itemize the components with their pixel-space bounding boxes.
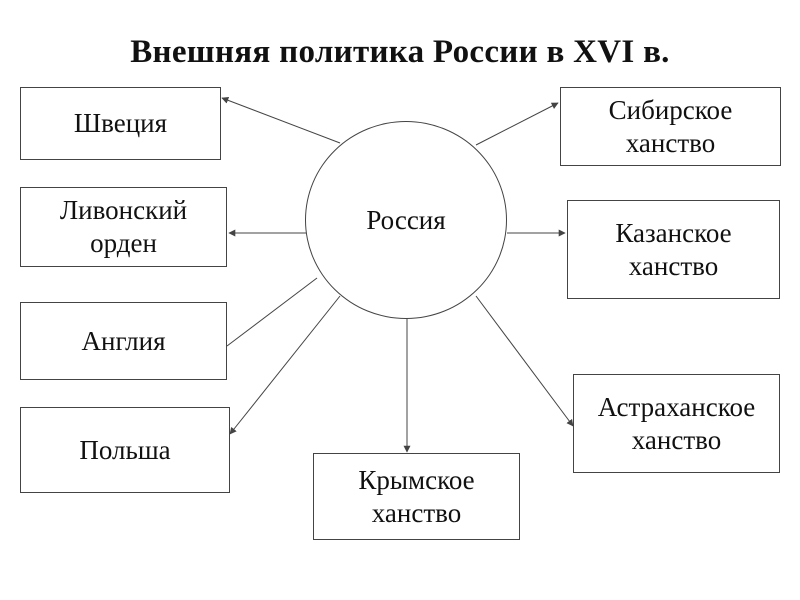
link-england <box>226 277 318 347</box>
node-sweden: Швеция <box>20 87 221 160</box>
link-sweden <box>221 96 341 144</box>
node-crimean-khanate: Крымское ханство <box>313 453 520 540</box>
link-siberia <box>475 102 559 146</box>
node-kazan-khanate: Казанское ханство <box>567 200 780 299</box>
node-siberian-khanate: Сибирское ханство <box>560 87 781 166</box>
node-livonian-order: Ливонский орден <box>20 187 227 267</box>
link-astrakhan <box>475 295 574 427</box>
node-england: Англия <box>20 302 227 380</box>
node-russia: Россия <box>305 121 507 319</box>
node-astrakhan-khanate: Астраханское ханство <box>573 374 780 473</box>
node-poland: Польша <box>20 407 230 493</box>
diagram-title: Внешняя политика России в XVI в. <box>130 34 670 70</box>
link-poland <box>229 295 341 435</box>
